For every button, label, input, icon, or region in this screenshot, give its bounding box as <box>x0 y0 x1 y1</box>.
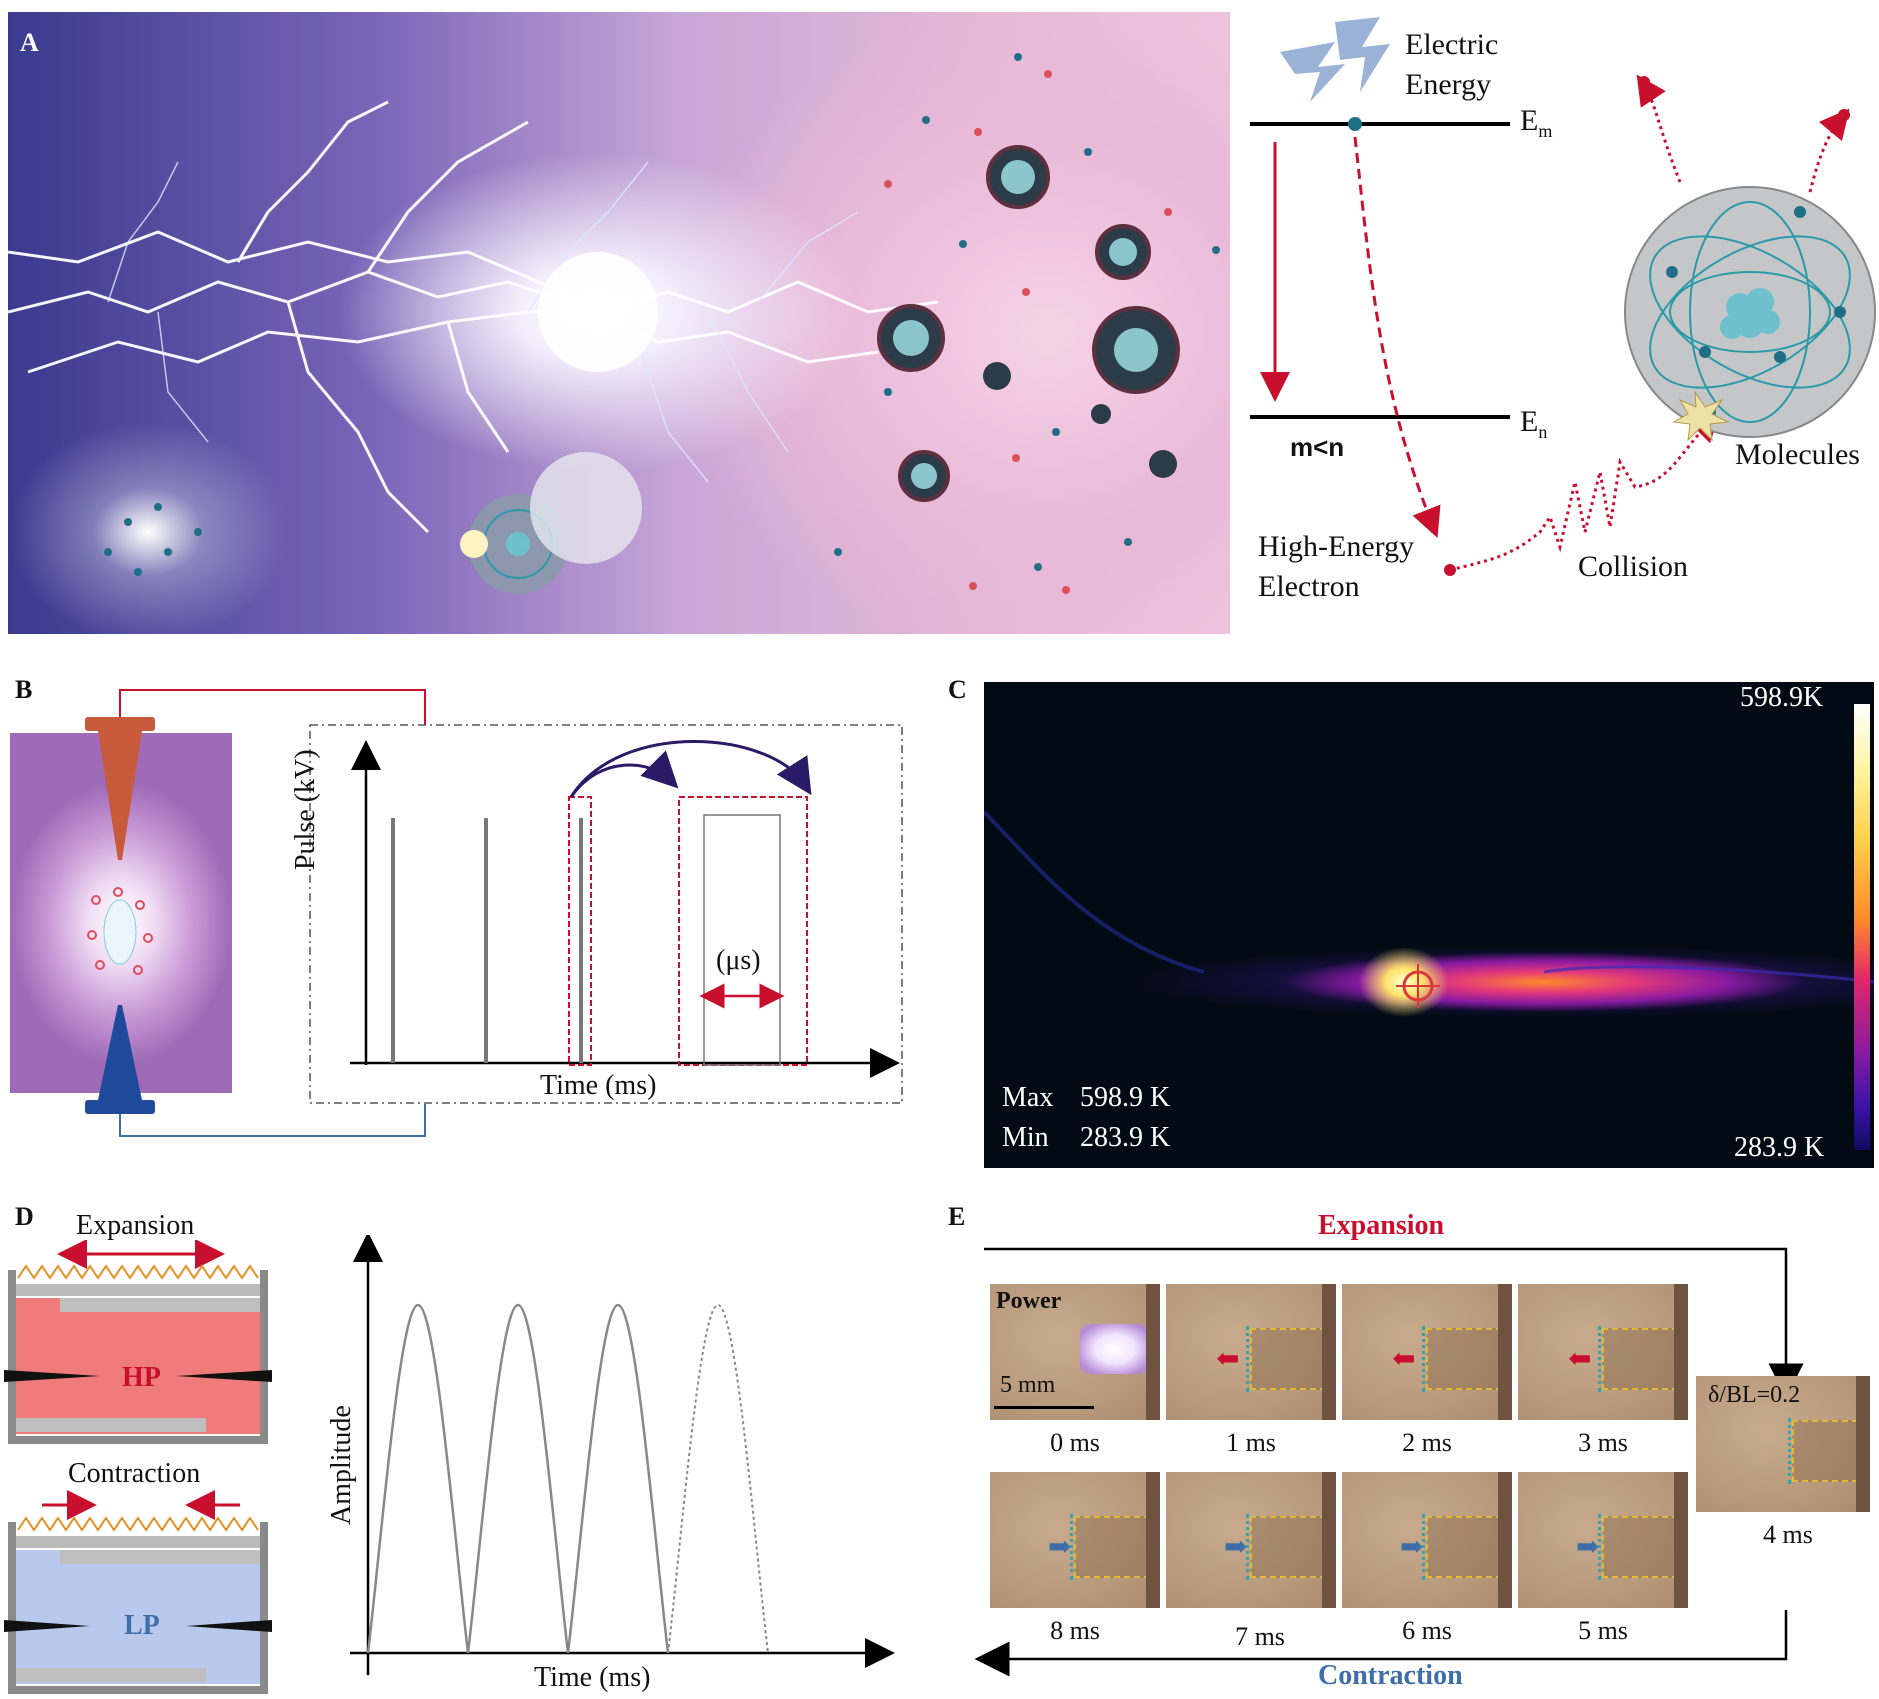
spring-expansion <box>17 1264 259 1280</box>
amplitude-xlabel: Time (ms) <box>534 1662 651 1693</box>
lp-label: LP <box>124 1610 160 1641</box>
top-electrode <box>85 717 155 731</box>
time-label-6: 6 ms <box>1402 1616 1452 1645</box>
frame-0ms: Power 5 mm <box>990 1284 1160 1420</box>
cycle-3 <box>566 1303 670 1654</box>
actuator-diagrams <box>4 1240 272 1694</box>
red-wire <box>119 689 426 725</box>
pulse-ylabel: Pulse (kV) <box>290 749 321 870</box>
pulse-plot-frame <box>309 724 903 1104</box>
scalebar-label: 5 mm <box>1000 1372 1056 1398</box>
left-arrow-icon: ⬅ <box>1392 1344 1416 1375</box>
molecule-spheres <box>460 145 1180 594</box>
frame-7ms: ➡ <box>1166 1472 1336 1608</box>
right-arrow-icon: ➡ <box>1224 1532 1248 1563</box>
plasma-illustration <box>8 12 1230 634</box>
panel-label-a: A <box>20 28 39 57</box>
left-arrow-icon: ⬅ <box>1216 1344 1240 1375</box>
scale-min-label: 283.9 K <box>1734 1132 1825 1163</box>
left-arrow-icon: ⬅ <box>1568 1344 1592 1375</box>
hp-label: HP <box>122 1362 161 1393</box>
frame-8ms: ➡ <box>990 1472 1160 1608</box>
spring-contraction <box>17 1516 259 1532</box>
cycle-2 <box>466 1303 570 1654</box>
scale-max-label: 598.9K <box>1740 682 1824 713</box>
time-label-3: 3 ms <box>1578 1428 1628 1457</box>
thermal-image <box>984 682 1874 1168</box>
electron-label-1: High-Energy <box>1258 530 1415 563</box>
right-arrow-icon: ➡ <box>1048 1532 1072 1563</box>
condition-label: m<n <box>1290 432 1345 462</box>
amplitude-plot <box>350 1235 895 1675</box>
lightning-svg <box>8 53 1220 594</box>
cycle-4-dashed <box>667 1303 769 1654</box>
frame-5ms: ➡ <box>1518 1472 1688 1608</box>
bottom-electrode <box>98 1005 142 1100</box>
collision-path <box>1449 411 1721 572</box>
particle-dots <box>104 53 1220 594</box>
right-arrow-icon: ➡ <box>1400 1532 1424 1563</box>
min-value: 283.9 K <box>1080 1122 1171 1153</box>
min-label: Min <box>1002 1122 1049 1153</box>
color-scale-bar <box>1854 704 1870 1150</box>
zoomed-pulse <box>703 814 781 1066</box>
time-label-5: 5 ms <box>1578 1616 1628 1645</box>
pulse-xlabel: Time (ms) <box>540 1070 657 1101</box>
right-arrow-icon: ➡ <box>1576 1532 1600 1563</box>
contraction-cycle-arrow <box>974 1610 1788 1677</box>
time-label-2: 2 ms <box>1402 1428 1452 1457</box>
power-label: Power <box>996 1288 1062 1314</box>
thermal-overlay <box>984 810 1874 1008</box>
molecule-icon <box>1624 186 1876 442</box>
expansion-label-d: Expansion <box>76 1210 195 1241</box>
panel-label-e: E <box>948 1202 966 1231</box>
scalebar <box>994 1406 1094 1409</box>
lightning-bolt-icon <box>1280 17 1390 102</box>
panel-label-b: B <box>15 675 33 704</box>
contraction-label-e: Contraction <box>1318 1660 1463 1691</box>
electric-energy-label-2: Energy <box>1405 68 1492 101</box>
time-label-0: 0 ms <box>1050 1428 1100 1457</box>
max-value: 598.9 K <box>1080 1082 1171 1113</box>
pulse-schematic <box>85 689 903 1137</box>
collision-label: Collision <box>1578 550 1689 583</box>
frame-4ms: δ/BL=0.2 <box>1696 1376 1870 1512</box>
hp-chamber <box>16 1298 260 1434</box>
amplitude-ylabel: Amplitude <box>326 1405 357 1525</box>
electron-label-2: Electron <box>1258 570 1360 603</box>
time-label-4: 4 ms <box>1763 1520 1813 1549</box>
frame-3ms: ⬅ <box>1518 1284 1688 1420</box>
molecules-label: Molecules <box>1735 438 1860 471</box>
electric-energy-label-1: Electric <box>1405 28 1499 61</box>
lp-chamber <box>16 1550 260 1684</box>
ratio-label: δ/BL=0.2 <box>1708 1382 1801 1408</box>
time-label-1: 1 ms <box>1226 1428 1276 1457</box>
time-label-7: 7 ms <box>1235 1622 1285 1651</box>
frame-2ms: ⬅ <box>1342 1284 1512 1420</box>
cycle-arrows <box>974 1247 1804 1677</box>
frame-1ms: ⬅ <box>1166 1284 1336 1420</box>
expansion-label-e: Expansion <box>1318 1210 1445 1241</box>
max-label: Max <box>1002 1082 1054 1113</box>
blue-wire <box>119 1100 426 1137</box>
excitation-arrow <box>1353 136 1441 538</box>
contraction-label-d: Contraction <box>68 1458 201 1489</box>
panel-label-d: D <box>15 1202 34 1231</box>
cycle-1 <box>366 1303 470 1654</box>
frame-6ms: ➡ <box>1342 1472 1512 1608</box>
level-m-label: Em <box>1520 104 1553 141</box>
time-label-8: 8 ms <box>1050 1616 1100 1645</box>
level-n-label: En <box>1520 405 1548 442</box>
panel-label-c: C <box>948 675 967 704</box>
expansion-cycle-arrow <box>984 1247 1804 1399</box>
energy-level-diagram <box>1250 17 1876 576</box>
zoom-highlight-box <box>678 796 808 1066</box>
pulse-highlight-box <box>568 796 592 1066</box>
pulse-width-label: (μs) <box>716 945 761 976</box>
